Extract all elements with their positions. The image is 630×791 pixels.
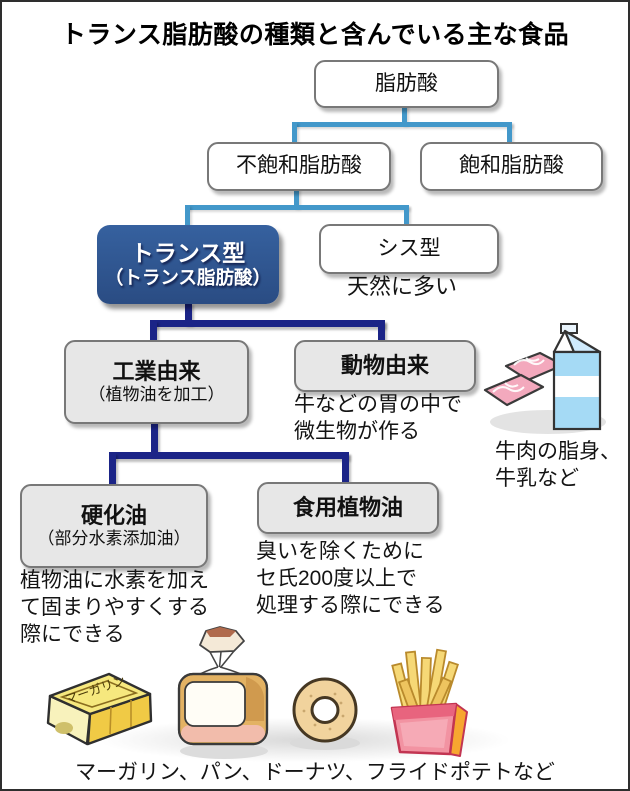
- caption-beef-milk: 牛肉の脂身、 牛乳など: [495, 440, 621, 491]
- node-label: 工業由来: [112, 359, 201, 384]
- bread-icon: [172, 625, 272, 760]
- node-label: 不飽和脂肪酸: [236, 154, 362, 178]
- node-label: 脂肪酸: [375, 71, 438, 95]
- caption-foods: マーガリン、パン、ドーナツ、フライドポテトなど: [75, 761, 555, 784]
- node-sublabel: （トランス脂肪酸）: [104, 267, 272, 289]
- note-animal-origin: 牛などの胃の中で 微生物が作る: [294, 393, 462, 444]
- connector-lightblue-vertical: [402, 103, 407, 125]
- node-fatty-acid: 脂肪酸: [314, 60, 499, 108]
- node-hardened-oil: 硬化油 （部分水素添加油）: [20, 484, 208, 568]
- beef-milk-svg: [483, 323, 606, 434]
- node-industrial-origin: 工業由来 （植物油を加工）: [64, 340, 249, 424]
- note-hardened-oil: 植物油に水素を加え て固まりやすくする 際にできる: [20, 569, 209, 647]
- connector-lightblue-vertical: [185, 205, 190, 226]
- node-edible-vegetable-oil: 食用植物油: [257, 482, 439, 534]
- fries-svg: [390, 648, 468, 757]
- connector-lightblue-horizontal: [185, 205, 409, 210]
- page-title: トランス脂肪酸の種類と含んでいる主な食品: [60, 21, 570, 49]
- fry-sticks: [391, 648, 459, 714]
- connector-navy-vertical: [378, 320, 385, 341]
- node-animal-origin: 動物由来: [294, 340, 476, 392]
- connector-navy-horizontal: [150, 320, 385, 327]
- margarine-svg: マーガリン: [46, 672, 153, 746]
- meat-marbling: [492, 357, 545, 393]
- node-sublabel: （部分水素添加油）: [37, 528, 191, 548]
- node-cis-type: シス型: [319, 224, 499, 274]
- connector-navy-vertical: [109, 452, 116, 485]
- connector-lightblue-vertical: [292, 122, 297, 143]
- node-unsaturated: 不飽和脂肪酸: [207, 142, 391, 191]
- node-trans-type: トランス型 （トランス脂肪酸）: [97, 225, 279, 304]
- beef-and-milk-icon: [476, 318, 626, 436]
- donut-speckles: [302, 692, 345, 731]
- connector-lightblue-vertical: [404, 205, 409, 225]
- note-edible-oil: 臭いを除くために セ氏200度以上で 処理する際にできる: [256, 540, 445, 618]
- connector-lightblue-horizontal: [292, 122, 512, 127]
- node-label: 硬化油: [80, 503, 147, 528]
- connector-lightblue-vertical: [294, 186, 299, 208]
- node-saturated: 飽和脂肪酸: [420, 142, 603, 191]
- connector-navy-horizontal: [109, 452, 349, 459]
- connector-lightblue-vertical: [507, 122, 512, 143]
- connector-navy-vertical: [151, 419, 158, 455]
- node-label: 飽和脂肪酸: [459, 154, 564, 178]
- connector-navy-vertical: [150, 320, 157, 341]
- donut-icon: [285, 670, 365, 752]
- margarine-icon: マーガリン: [34, 662, 154, 757]
- connector-navy-vertical: [185, 302, 192, 324]
- node-label: シス型: [377, 236, 441, 260]
- connector-navy-vertical: [342, 452, 349, 483]
- note-natural: 天然に多い: [347, 274, 458, 299]
- node-label: 動物由来: [340, 353, 429, 379]
- milk-carton: [552, 323, 602, 431]
- node-label: 食用植物油: [292, 495, 403, 521]
- bread-svg: [177, 626, 269, 759]
- donut-svg: [290, 677, 360, 750]
- french-fries-icon: [378, 638, 478, 758]
- node-sublabel: （植物油を加工）: [88, 384, 225, 404]
- node-label: トランス型: [130, 240, 246, 267]
